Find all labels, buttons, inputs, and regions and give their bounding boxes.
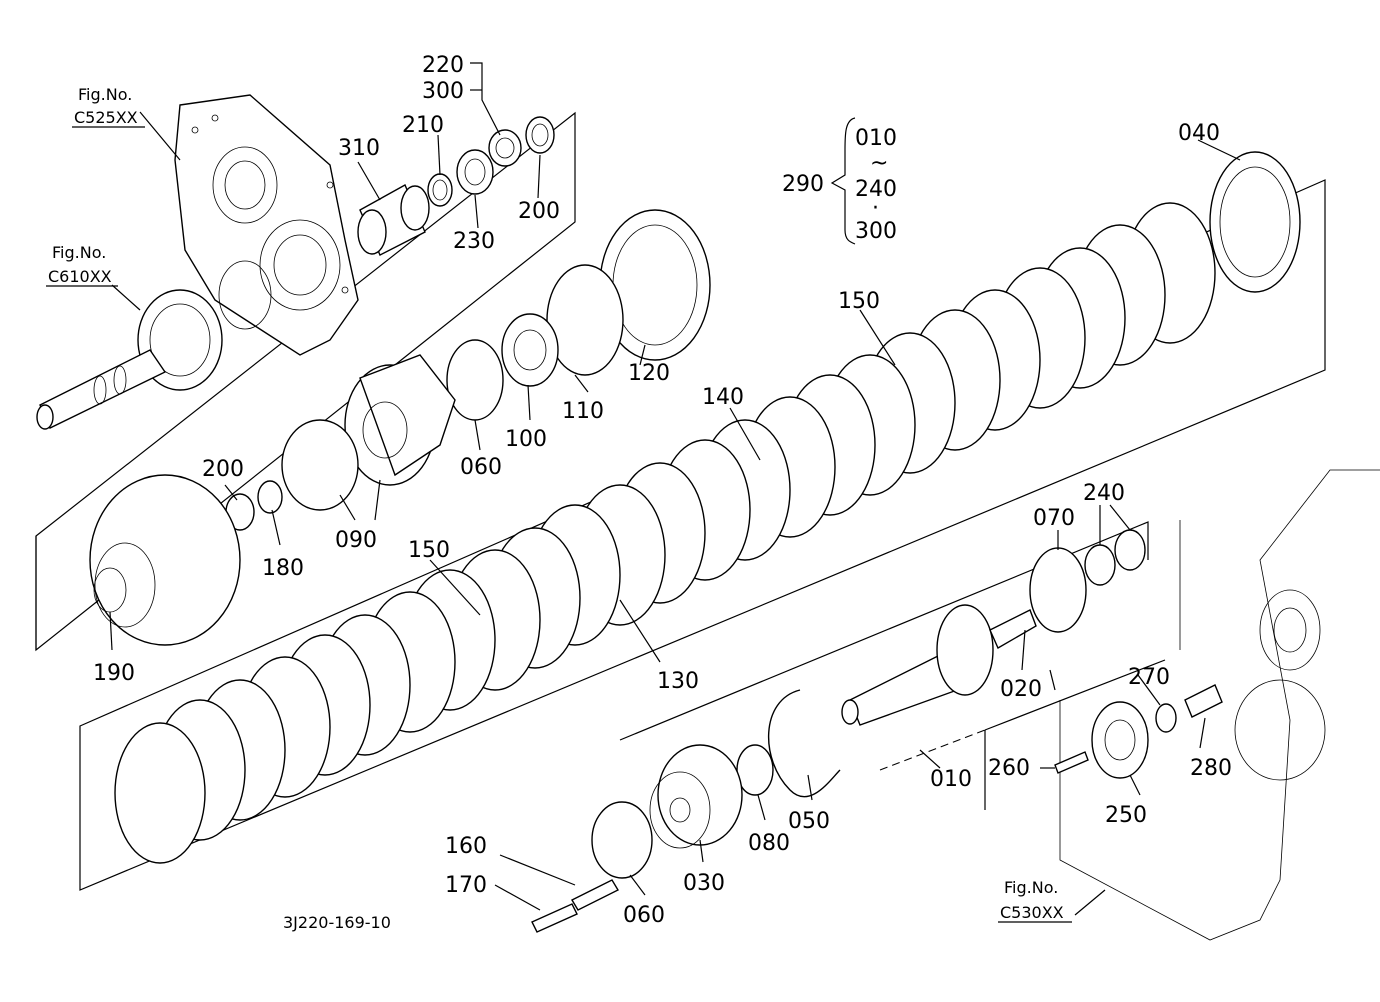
label-080: 080 [748, 831, 790, 856]
fig-ref-c525-number: C525XX [74, 108, 138, 127]
lower-shaft-assembly [531, 529, 1146, 933]
range-tilde: ~ [870, 151, 888, 176]
clutch-plate-stack [114, 151, 1301, 864]
label-280: 280 [1190, 756, 1232, 781]
label-060-lower: 060 [623, 903, 665, 928]
label-110: 110 [562, 399, 604, 424]
label-140: 140 [702, 385, 744, 410]
label-130: 130 [657, 669, 699, 694]
fig-ref-c610-number: C610XX [48, 267, 112, 286]
label-150-lower: 150 [408, 538, 450, 563]
label-160: 160 [445, 834, 487, 859]
leader-lines [109, 62, 1241, 916]
label-220: 220 [422, 53, 464, 78]
fig-ref-underlines [46, 126, 1072, 923]
label-090: 090 [335, 528, 377, 553]
gear-shaft-c610 [36, 289, 223, 430]
label-010: 010 [930, 767, 972, 792]
label-230: 230 [453, 229, 495, 254]
label-290: 290 [782, 172, 824, 197]
label-050: 050 [788, 809, 830, 834]
fig-ref-c530-title: Fig.No. [1004, 878, 1058, 897]
label-070: 070 [1033, 506, 1075, 531]
label-270: 270 [1128, 665, 1170, 690]
transmission-housing-c525 [174, 94, 359, 356]
label-180: 180 [262, 556, 304, 581]
label-250: 250 [1105, 803, 1147, 828]
fig-ref-c610-title: Fig.No. [52, 243, 106, 262]
drawing-code: 3J220-169-10 [283, 913, 391, 932]
range-240: 240 [855, 177, 897, 202]
label-210: 210 [402, 113, 444, 138]
label-040: 040 [1178, 121, 1220, 146]
label-170: 170 [445, 873, 487, 898]
label-190: 190 [93, 661, 135, 686]
range-end-300: 300 [855, 219, 897, 244]
part-labels: 220 300 210 310 230 200 040 150 120 110 … [48, 53, 1232, 932]
upper-row-parts [89, 116, 711, 646]
fig-ref-c530-number: C530XX [1000, 903, 1064, 922]
label-100: 100 [505, 427, 547, 452]
label-260: 260 [988, 756, 1030, 781]
label-310: 310 [338, 136, 380, 161]
label-240: 240 [1083, 481, 1125, 506]
range-start-010: 010 [855, 126, 897, 151]
label-020: 020 [1000, 677, 1042, 702]
label-060-upper: 060 [460, 455, 502, 480]
label-120: 120 [628, 361, 670, 386]
label-150-upper: 150 [838, 289, 880, 314]
label-030: 030 [683, 871, 725, 896]
fig-ref-c525-title: Fig.No. [78, 85, 132, 104]
transmission-housing-c530 [1054, 469, 1380, 941]
label-200-upper: 200 [518, 199, 560, 224]
range-dot: · [872, 196, 879, 221]
label-200-mid: 200 [202, 457, 244, 482]
label-300: 300 [422, 79, 464, 104]
